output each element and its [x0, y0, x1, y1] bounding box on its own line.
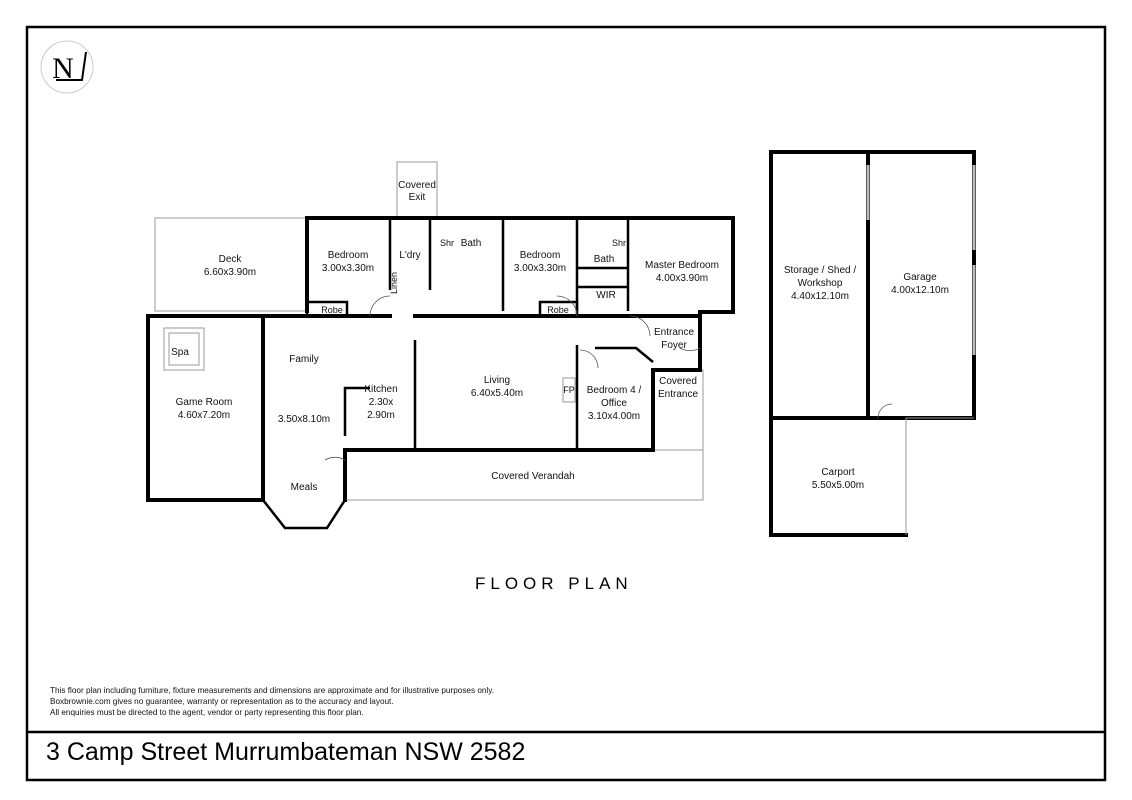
- plan-title: FLOOR PLAN: [475, 574, 633, 593]
- spa-label: Spa: [171, 347, 189, 358]
- svg-text:6.60x3.90m: 6.60x3.90m: [204, 267, 256, 278]
- disclaimer-line: This floor plan including furniture, fix…: [50, 686, 495, 695]
- outbuilding-walls: [769, 150, 976, 537]
- storage-label: Storage / Shed /: [784, 265, 856, 276]
- svg-text:N: N: [52, 52, 74, 85]
- property-address: 3 Camp Street Murrumbateman NSW 2582: [46, 738, 526, 766]
- disclaimer-line: All enquiries must be directed to the ag…: [50, 708, 364, 717]
- svg-text:2.30x: 2.30x: [369, 397, 393, 408]
- verandah-label: Covered Verandah: [491, 471, 574, 482]
- svg-text:Office: Office: [601, 398, 627, 409]
- covered-entrance-label: Covered: [659, 376, 697, 387]
- bath-label: Bath: [594, 254, 615, 265]
- north-logo-icon: N: [40, 40, 94, 94]
- svg-text:4.40x12.10m: 4.40x12.10m: [791, 291, 849, 302]
- master-bedroom-label: Master Bedroom: [645, 260, 719, 271]
- garage-label: Garage: [903, 272, 937, 283]
- svg-text:6.40x5.40m: 6.40x5.40m: [471, 388, 523, 399]
- page-frame: [25, 25, 1107, 782]
- robe-label: Robe: [321, 305, 343, 315]
- svg-text:4.00x3.90m: 4.00x3.90m: [656, 273, 708, 284]
- family-label: Family: [289, 354, 318, 365]
- kitchen-label: Kitchen: [364, 384, 397, 395]
- room-labels: Covered Exit Deck 6.60x3.90m Bedroom 3.0…: [171, 180, 949, 493]
- svg-text:5.50x5.00m: 5.50x5.00m: [812, 480, 864, 491]
- svg-text:3.10x4.00m: 3.10x4.00m: [588, 411, 640, 422]
- svg-text:Workshop: Workshop: [798, 278, 843, 289]
- living-label: Living: [484, 375, 510, 386]
- entrance-foyer-label: Entrance: [654, 327, 694, 338]
- disclaimer: This floor plan including furniture, fix…: [50, 685, 494, 718]
- svg-text:Entrance: Entrance: [658, 389, 698, 400]
- shower-label: Shr: [612, 238, 626, 248]
- deck-label: Deck: [219, 254, 243, 265]
- covered-exit-label: Covered: [398, 180, 436, 191]
- family-dimensions: 3.50x8.10m: [278, 414, 330, 425]
- svg-text:4.00x12.10m: 4.00x12.10m: [891, 285, 949, 296]
- wir-label: WIR: [596, 290, 615, 301]
- meals-label: Meals: [291, 482, 318, 493]
- svg-text:Exit: Exit: [409, 192, 426, 203]
- carport-label: Carport: [821, 467, 855, 478]
- disclaimer-line: Boxbrownie.com gives no guarantee, warra…: [50, 697, 394, 706]
- svg-text:3.00x3.30m: 3.00x3.30m: [322, 263, 374, 274]
- laundry-label: L'dry: [399, 250, 420, 261]
- bedroom4-label: Bedroom 4 /: [587, 385, 642, 396]
- game-room-label: Game Room: [176, 397, 233, 408]
- svg-text:2.90m: 2.90m: [367, 410, 395, 421]
- linen-label: Linen: [389, 272, 399, 294]
- fireplace-icon: FP: [563, 385, 575, 395]
- svg-text:Foyer: Foyer: [661, 340, 687, 351]
- robe-label: Robe: [547, 305, 569, 315]
- bedroom-label: Bedroom: [520, 250, 561, 261]
- svg-text:4.60x7.20m: 4.60x7.20m: [178, 410, 230, 421]
- svg-text:3.00x3.30m: 3.00x3.30m: [514, 263, 566, 274]
- shower-label: Shr: [440, 238, 454, 248]
- house-walls: [146, 216, 735, 530]
- bedroom-label: Bedroom: [328, 250, 369, 261]
- bath-label: Bath: [461, 238, 482, 249]
